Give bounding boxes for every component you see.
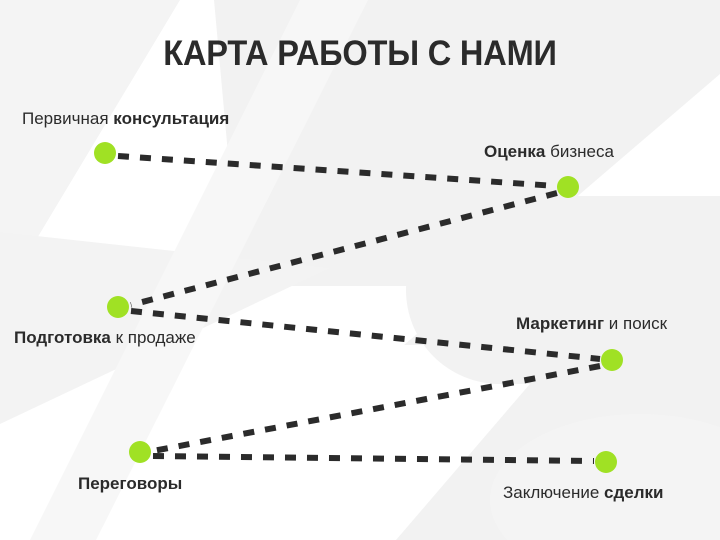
label-regular-part: к продаже (110, 328, 196, 347)
bg-shape-bottom-ellipse (490, 414, 720, 540)
label-bold-part: Подготовка (14, 328, 111, 347)
node-dot-deal-closing[interactable] (595, 451, 617, 473)
node-label-business-valuation: Оценка бизнеса (484, 142, 614, 162)
bg-shape-right-blob (406, 196, 720, 384)
label-bold-part: Переговоры (78, 474, 183, 493)
node-label-sale-preparation: Подготовка к продаже (14, 328, 196, 348)
connector-line (152, 363, 601, 454)
node-label-negotiations: Переговоры (78, 474, 183, 494)
label-regular-part: бизнеса (545, 142, 614, 161)
node-label-consultation: Первичная консультация (22, 109, 230, 129)
label-bold-part: Оценка (484, 142, 546, 161)
label-bold-part: консультация (113, 109, 230, 128)
node-dot-marketing-search[interactable] (601, 349, 623, 371)
connector-line (117, 153, 557, 189)
node-dot-negotiations[interactable] (129, 441, 151, 463)
bg-shape-diagonal-streak (30, 0, 368, 540)
node-dot-business-valuation[interactable] (557, 176, 579, 198)
bg-shape-upper-band (0, 0, 180, 300)
node-label-marketing-search: Маркетинг и поиск (516, 314, 668, 334)
page-title: КАРТА РАБОТЫ С НАМИ (163, 34, 557, 73)
node-label-deal-closing: Заключение сделки (503, 483, 664, 503)
label-regular-part: Первичная (22, 109, 114, 128)
label-regular-part: и поиск (604, 314, 668, 333)
label-bold-part: сделки (604, 483, 664, 502)
connector-line (130, 190, 558, 308)
node-dot-sale-preparation[interactable] (107, 296, 129, 318)
label-regular-part: Заключение (503, 483, 605, 502)
connector-line (152, 453, 595, 464)
node-dot-consultation[interactable] (94, 142, 116, 164)
label-bold-part: Маркетинг (516, 314, 605, 333)
